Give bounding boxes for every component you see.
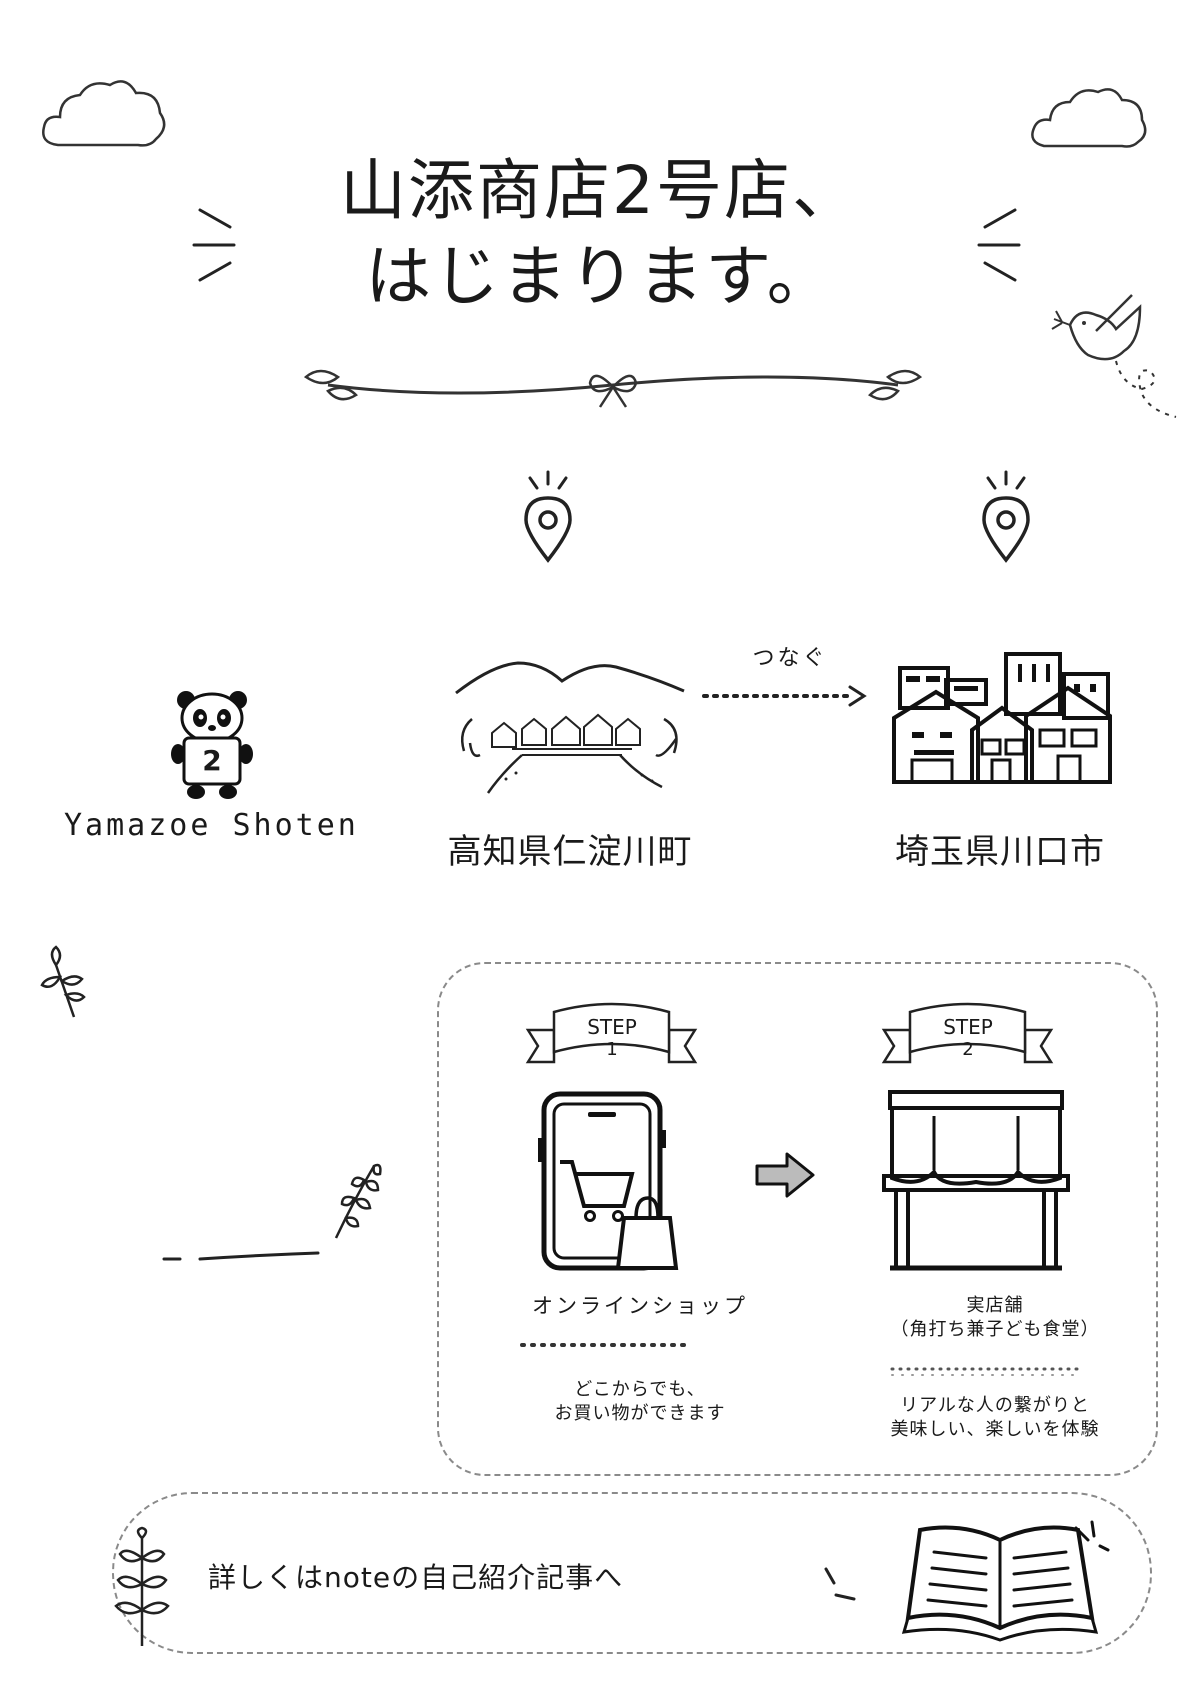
step-2-dotted-line	[890, 1367, 1080, 1376]
location-pin-icon-right	[982, 470, 1030, 563]
countryside-icon	[455, 661, 685, 794]
accent-dash-icon	[824, 1567, 856, 1601]
title-line-2: はじまります。	[365, 238, 835, 315]
sprig-icon-mid	[334, 1163, 382, 1239]
step-1-banner-word: STEP	[587, 1015, 637, 1039]
cloud-icon-right	[1031, 88, 1147, 148]
badge-number: 2	[202, 744, 222, 777]
panda-icon	[171, 691, 253, 799]
bird-icon	[1051, 294, 1177, 418]
panda-mascot: 2	[171, 690, 253, 800]
step-1-banner-number: 1	[606, 1039, 618, 1060]
step-2-desc-line-2: 美味しい、楽しいを体験	[890, 1419, 1100, 1440]
step-2-title-line-1: 実店舗	[966, 1295, 1024, 1316]
from-place: 高知県仁淀川町	[447, 832, 693, 872]
step-2-title: 実店舗 （角打ち兼子ども食堂）	[870, 1294, 1120, 1342]
location-pin-icon-left	[524, 470, 572, 563]
step-2-banner: STEP 2	[910, 1016, 1026, 1062]
step-2-description: リアルな人の繋がりと 美味しい、楽しいを体験	[870, 1394, 1120, 1442]
accent-lines-left-icon	[192, 208, 236, 282]
page-title: 山添商店2号店、 はじまります。	[0, 148, 1200, 320]
step-1-title: オンラインショップ	[532, 1294, 748, 1318]
dotted-arrow-icon	[702, 685, 867, 707]
open-book-icon	[901, 1520, 1110, 1642]
city-buildings-icon	[892, 652, 1112, 784]
step-1-banner-icon	[525, 1002, 698, 1064]
plant-icon	[114, 1526, 170, 1646]
step-1-description: どこからでも、 お買い物ができます	[510, 1378, 770, 1426]
brand-name: Yamazoe Shoten	[64, 808, 359, 843]
storefront-icon	[882, 1090, 1070, 1271]
step-2-banner-icon	[881, 1002, 1054, 1064]
vine-divider-icon	[303, 369, 923, 408]
step-2-banner-number: 2	[962, 1039, 974, 1060]
footer-text[interactable]: 詳しくはnoteの自己紹介記事へ	[208, 1561, 624, 1594]
step-1-dotted-line	[520, 1343, 690, 1347]
step-2-banner-word: STEP	[943, 1015, 993, 1039]
cloud-icon-left	[42, 80, 166, 147]
steps-container	[437, 962, 1158, 1476]
connector-label: つなぐ	[752, 646, 828, 671]
ground-line-icon	[162, 1251, 320, 1261]
step-1-desc-line-2: お買い物ができます	[554, 1403, 726, 1424]
title-line-1: 山添商店2号店、	[340, 152, 860, 229]
accent-lines-right-icon	[977, 208, 1021, 282]
footer-link-box[interactable]	[112, 1492, 1152, 1654]
step-1-banner: STEP 1	[554, 1016, 670, 1062]
step-2-title-line-2: （角打ち兼子ども食堂）	[890, 1319, 1100, 1340]
to-place: 埼玉県川口市	[895, 832, 1105, 872]
step-2-desc-line-1: リアルな人の繋がりと	[900, 1395, 1090, 1416]
step-arrow-icon	[755, 1152, 815, 1198]
smartphone-cart-icon	[538, 1091, 679, 1271]
step-1-desc-line-1: どこからでも、	[574, 1379, 706, 1400]
sprig-icon-top	[40, 945, 86, 1018]
